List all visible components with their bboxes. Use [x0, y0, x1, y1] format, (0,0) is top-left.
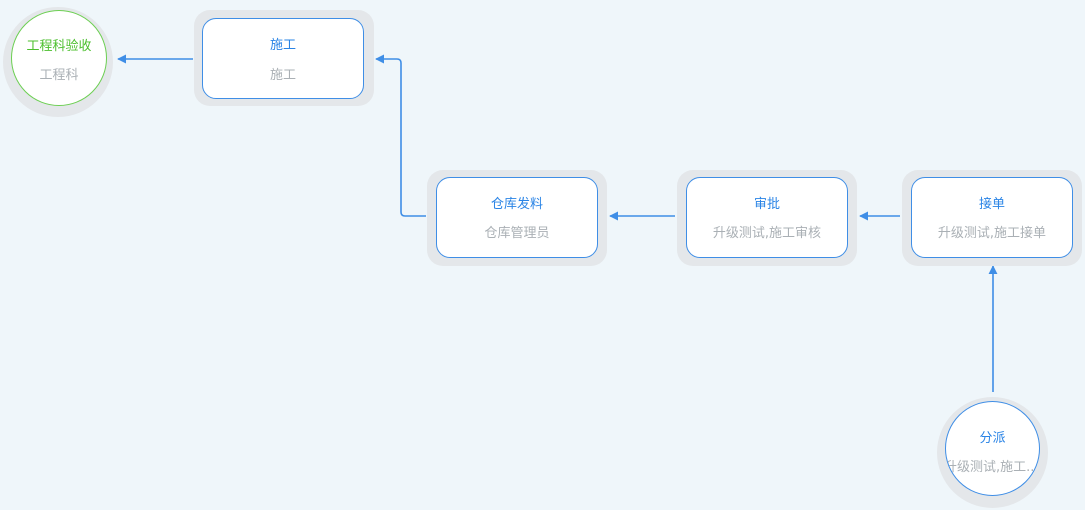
node-dispatch-title: 分派 [979, 431, 1006, 446]
node-accept-subtitle: 升级测试,施工接单 [937, 226, 1047, 241]
node-warehouse-title: 仓库发料 [490, 197, 543, 212]
node-acceptance-subtitle: 工程科 [39, 68, 79, 83]
node-dispatch[interactable]: 分派 升级测试,施工... [945, 401, 1040, 496]
node-acceptance-title: 工程科验收 [26, 39, 92, 54]
node-dispatch-subtitle: 升级测试,施工... [945, 460, 1039, 475]
node-approve[interactable]: 审批 升级测试,施工审核 [686, 177, 848, 258]
node-accept-title: 接单 [978, 197, 1005, 212]
edge-warehouse-to-construction [375, 54, 426, 217]
node-construction[interactable]: 施工 施工 [202, 18, 364, 99]
node-approve-title: 审批 [753, 197, 780, 212]
node-warehouse[interactable]: 仓库发料 仓库管理员 [436, 177, 598, 258]
node-acceptance[interactable]: 工程科验收 工程科 [11, 10, 107, 106]
node-warehouse-subtitle: 仓库管理员 [484, 226, 550, 241]
node-construction-title: 施工 [269, 38, 296, 53]
node-construction-subtitle: 施工 [269, 68, 296, 83]
node-accept[interactable]: 接单 升级测试,施工接单 [911, 177, 1073, 258]
node-approve-subtitle: 升级测试,施工审核 [712, 226, 822, 241]
